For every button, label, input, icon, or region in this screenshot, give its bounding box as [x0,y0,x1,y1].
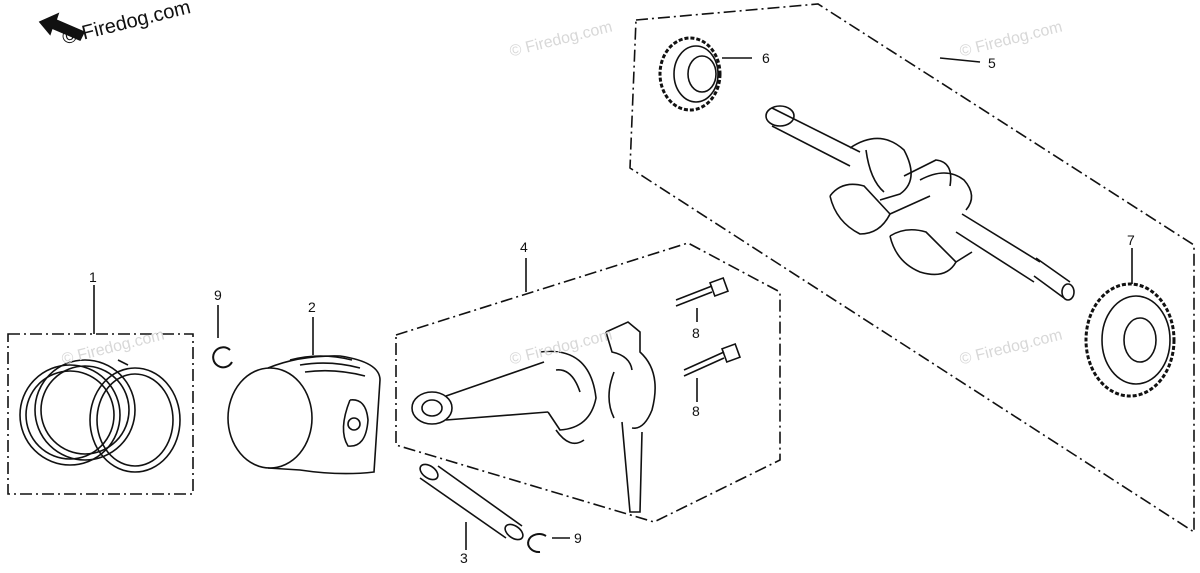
rod-bolt-upper [675,277,729,322]
piston-rings-frame [7,333,194,495]
connecting-rod-group [395,242,781,523]
piston-pin [419,463,524,550]
gear-small-6 [658,36,752,112]
callout-8-upper: 8 [692,325,700,341]
callout-6: 6 [762,50,770,66]
callout-7: 7 [1127,232,1135,248]
callout-9-bottom: 9 [574,530,582,546]
rod-bolt-lower [683,343,741,402]
crankshaft [765,105,1075,301]
piston-rings-group [7,285,194,495]
callout-5: 5 [988,55,996,71]
circlip-bottom [527,533,570,554]
callout-8-lower: 8 [692,403,700,419]
brand-arrow-icon [38,12,86,42]
callout-1: 1 [89,269,97,285]
piston-rings [19,359,181,473]
crankshaft-group [629,3,1195,534]
callout-9-left: 9 [214,287,222,303]
connecting-rod [411,350,597,445]
crankshaft-frame [629,3,1195,534]
circlip-left [212,305,233,369]
callout-3: 3 [460,550,468,566]
rod-cap [605,321,656,513]
gear-large-7 [1084,248,1176,398]
callout-2: 2 [308,299,316,315]
callout-4: 4 [520,239,528,255]
connecting-rod-frame [395,242,781,523]
piston [227,317,381,475]
